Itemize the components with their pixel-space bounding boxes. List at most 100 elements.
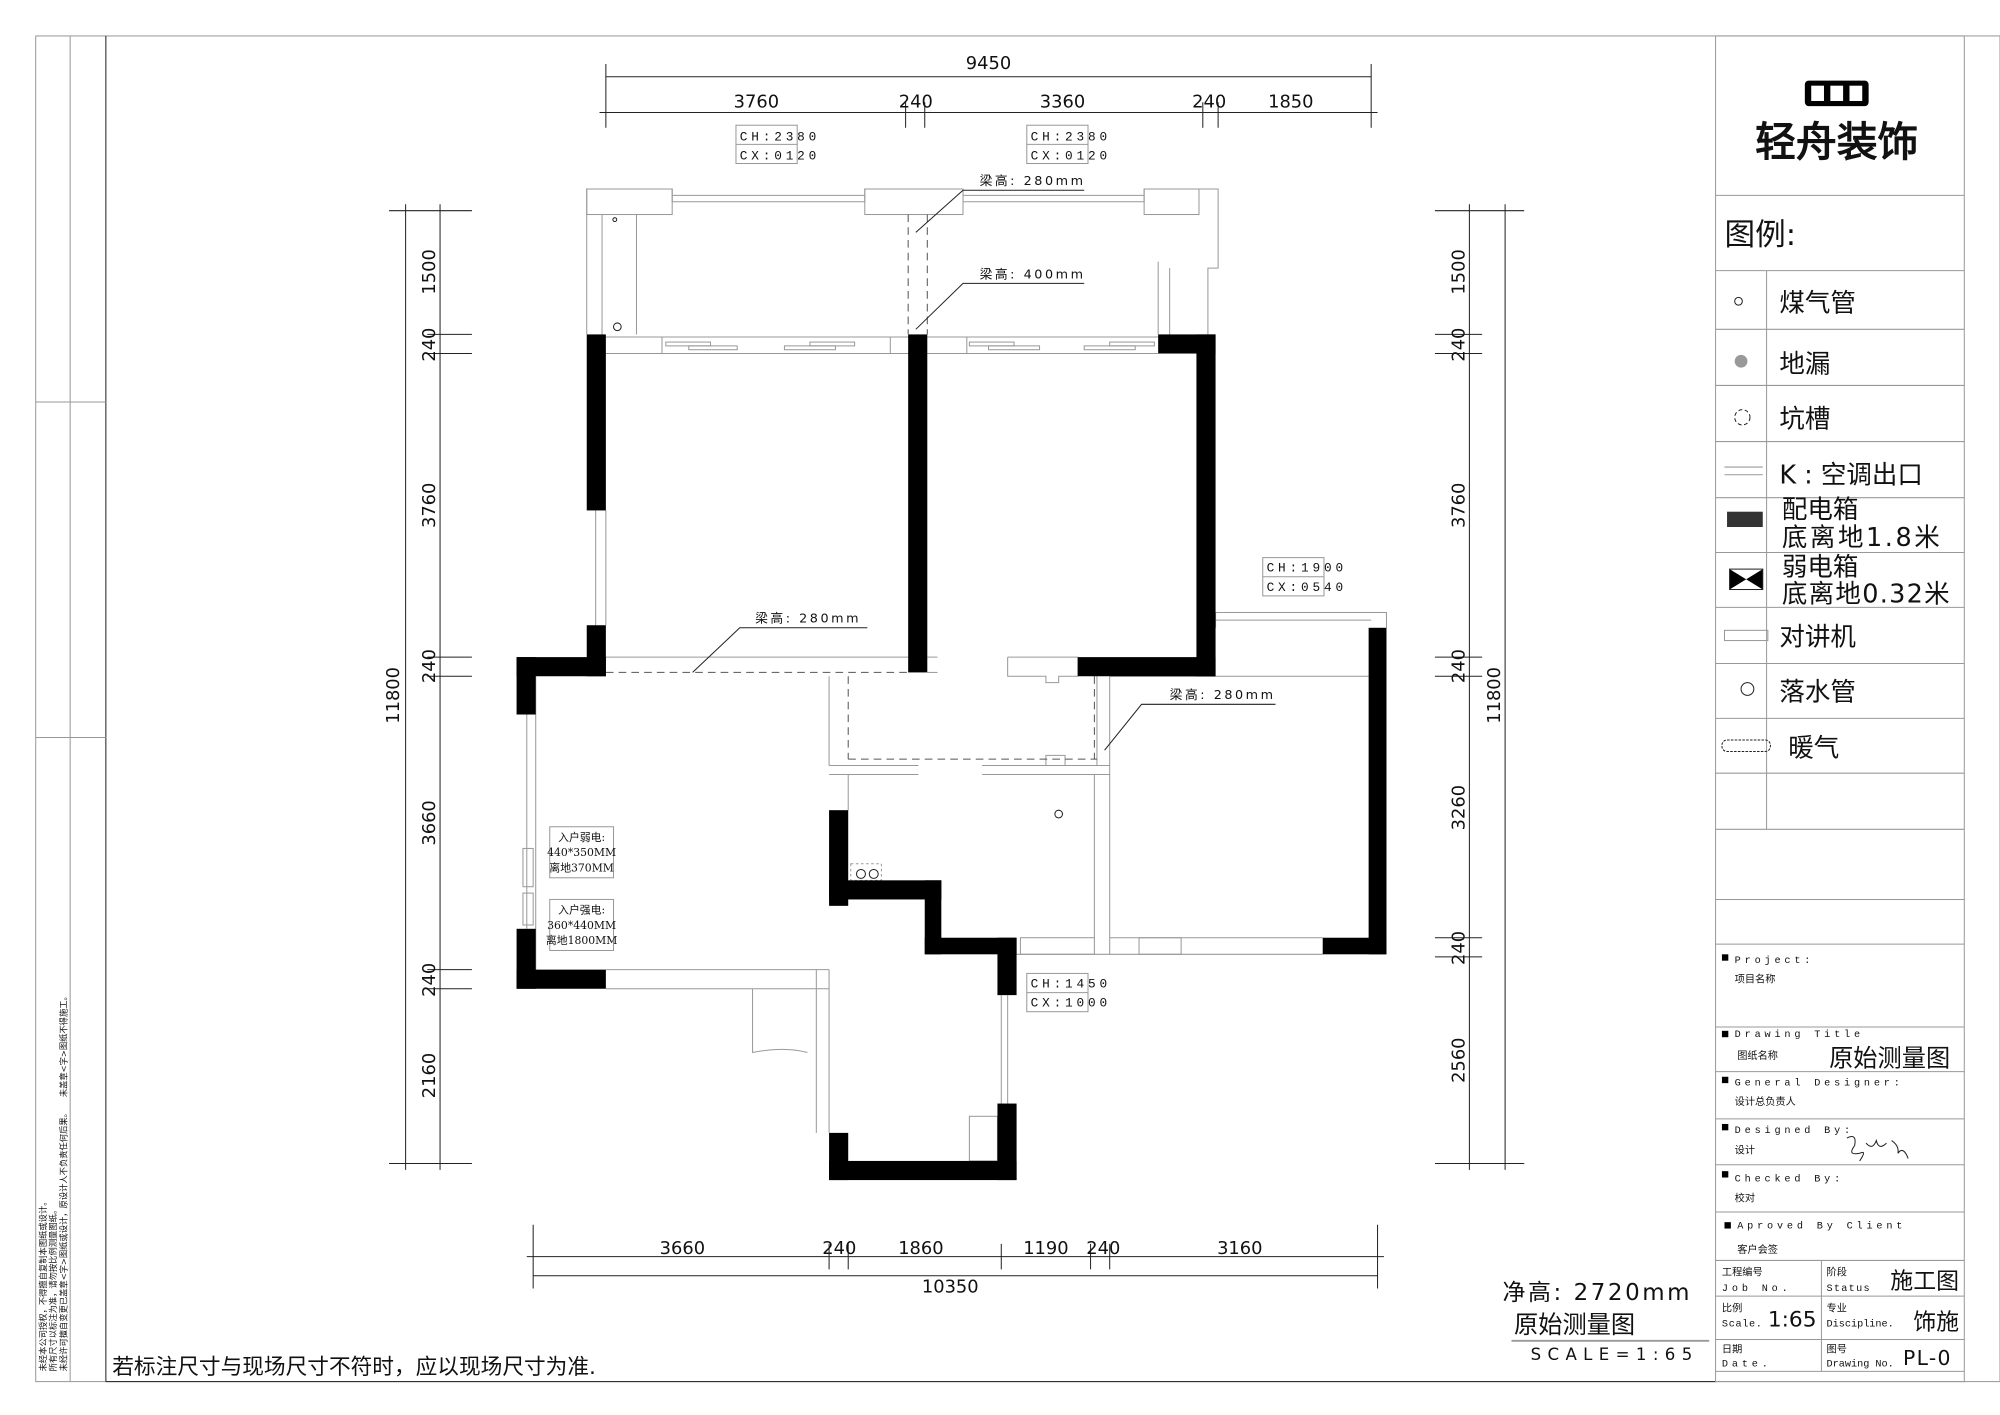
scale-label: Scale. [1722, 1319, 1763, 1331]
window-tag: CH:1900 CX:0540 [1262, 557, 1347, 597]
dim: 3360 [1040, 91, 1085, 112]
annotations: CH:2380 CX:0120 CH:2380 CX:0120 CH:1900 … [546, 124, 1347, 1013]
job-no-label: Job No. [1722, 1283, 1792, 1295]
dim: 240 [419, 963, 440, 997]
window-tag: CH:1450 CX:1000 [1026, 972, 1111, 1013]
drawing-no-label: Drawing No. [1827, 1358, 1894, 1370]
dimension-left: 11800 1500 240 3760 240 3660 240 2160 [383, 204, 472, 1170]
date-cn: 日期 [1722, 1343, 1742, 1355]
tag-ch: CH:1450 [1031, 976, 1111, 991]
dim: 3660 [660, 1238, 705, 1259]
dim: 1190 [1023, 1238, 1068, 1259]
note-line: 离地370MM [549, 860, 614, 874]
date-label: Date. [1722, 1359, 1772, 1370]
dim: 1860 [898, 1238, 943, 1259]
drawing-no-value: PL-0 [1903, 1346, 1952, 1370]
footer-note: 若标注尺寸与现场尺寸不符时，应以现场尺寸为准. [112, 1355, 596, 1380]
status-cn: 阶段 [1827, 1266, 1847, 1279]
plan-outlines [522, 188, 1387, 1162]
dim: 240 [1448, 649, 1469, 683]
weak-box-icon [1729, 569, 1763, 590]
legend: 煤气管 地漏 坑槽 K : 空调出口 配电箱 底离地1.8米 弱电箱 底离地0.… [1721, 288, 1950, 764]
note-line: 440*350MM [547, 846, 616, 859]
legend-label: 配电箱 [1782, 495, 1859, 525]
downpipe-icon [1740, 682, 1755, 696]
weak-power-note: 入户弱电: 440*350MM 离地370MM [547, 826, 616, 879]
dim: 3160 [1217, 1238, 1262, 1259]
approved-cn: 客户会签 [1737, 1243, 1778, 1256]
dim: 3260 [1448, 785, 1469, 830]
dim: 1500 [419, 249, 440, 294]
legend-label: 暖气 [1788, 734, 1839, 764]
project-label: Project: [1735, 955, 1815, 967]
strong-power-note: 入户强电: 360*440MM 离地1800MM [546, 898, 617, 951]
discipline-value: 饰施 [1913, 1309, 1959, 1335]
designed-by-cn: 设计 [1735, 1143, 1755, 1156]
legend-label: K : 空调出口 [1779, 461, 1923, 491]
approved-label: Aproved By Client [1737, 1221, 1906, 1233]
dim: 1850 [1268, 91, 1313, 112]
dim: 240 [419, 649, 440, 683]
net-height: 净高: 2720mm [1503, 1280, 1692, 1306]
beam-label: 梁高: 280mm [755, 611, 861, 627]
distribution-box-icon [1727, 511, 1763, 528]
dim-total: 9450 [966, 53, 1011, 74]
dim: 1500 [1448, 249, 1469, 294]
downpipe-icon [855, 868, 866, 879]
general-designer-cn: 设计总负责人 [1735, 1095, 1796, 1108]
tag-cx: CX:0540 [1267, 580, 1347, 595]
tag-cx: CX:0120 [1031, 149, 1111, 164]
legend-label: 弱电箱 [1782, 552, 1859, 582]
sidebar-notes: 未经本公司授权，不得擅自复制本图纸或设计。 所有尺寸以标注为准，请勿按比例测量图… [38, 992, 68, 1371]
note-line: 入户弱电: [558, 830, 605, 844]
ac-outlet-icon [1724, 466, 1763, 476]
sidebar-note: 所有尺寸以标注为准，请勿按比例测量图纸。 [48, 1206, 58, 1372]
checked-by-cn: 校对 [1735, 1192, 1755, 1205]
downpipe-icon [613, 322, 622, 332]
intercom-icon [1723, 629, 1769, 642]
window-tag: CH:2380 CX:0120 [1026, 124, 1111, 165]
project-cn: 项目名称 [1735, 972, 1776, 985]
dim: 240 [822, 1238, 856, 1259]
dim: 240 [1448, 328, 1469, 362]
dim: 2160 [419, 1053, 440, 1098]
sidebar-note: 未经许可擅自变更已盖章<字>图纸或设计，原设计人不负责任何后果。 [58, 1109, 68, 1371]
dim: 240 [1448, 931, 1469, 965]
plan-title: 原始测量图 [1514, 1311, 1635, 1339]
tag-cx: CX:0120 [740, 149, 820, 164]
drawing-no-cn: 图号 [1827, 1343, 1847, 1355]
downpipe-icon [868, 868, 879, 879]
legend-label: 底离地1.8米 [1782, 523, 1942, 553]
designed-by-label: Designed By: [1735, 1125, 1854, 1137]
beam-lines [605, 214, 1097, 760]
dim-total: 10350 [922, 1276, 979, 1297]
checked-by-label: Checked By: [1735, 1173, 1844, 1185]
tag-ch: CH:2380 [740, 130, 820, 145]
scale-cn: 比例 [1722, 1301, 1742, 1314]
dim: 3760 [1448, 483, 1469, 528]
note-line: 360*440MM [547, 919, 616, 932]
window-tag: CH:2380 CX:0120 [735, 124, 820, 165]
beam-label: 梁高: 280mm [1170, 687, 1276, 703]
beam-label: 梁高: 280mm [980, 173, 1086, 189]
sidebar-note: 未盖章<字>图纸不得施工。 [58, 992, 68, 1097]
company-logo: 轻舟装饰 [1755, 80, 1918, 166]
dim: 3760 [734, 91, 779, 112]
general-designer-label: General Designer: [1735, 1078, 1904, 1090]
legend-label: 落水管 [1779, 677, 1856, 707]
note-line: 离地1800MM [546, 933, 617, 947]
dim: 3660 [419, 800, 440, 845]
tag-ch: CH:2380 [1031, 130, 1111, 145]
status-label: Status [1827, 1284, 1871, 1295]
note-line: 入户强电: [558, 902, 605, 916]
floor-drain-icon [1734, 354, 1748, 368]
drawing-title-label: Drawing Title [1735, 1029, 1864, 1041]
scale-value: 1:65 [1768, 1308, 1817, 1333]
floor-drain-icon [1054, 809, 1064, 819]
plan-scale: SCALE=1:65 [1531, 1345, 1699, 1364]
dim: 240 [419, 328, 440, 362]
fixtures [612, 217, 1064, 879]
legend-label: 煤气管 [1779, 288, 1856, 318]
dim: 240 [1086, 1238, 1120, 1259]
legend-label: 对讲机 [1779, 623, 1856, 653]
